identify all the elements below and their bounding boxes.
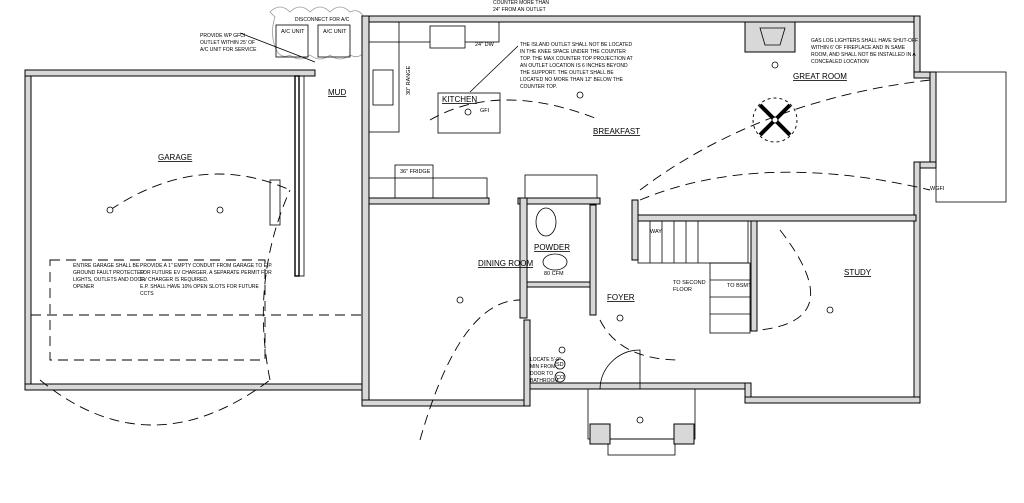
room-label-mud: MUD	[328, 88, 346, 97]
smoke-detector-icon	[554, 358, 566, 370]
svg-text:CONCEALED LOCATION: CONCEALED LOCATION	[811, 59, 869, 65]
svg-text:EV CHARGER IS REQUIRED.: EV CHARGER IS REQUIRED.	[140, 277, 208, 283]
room-label-study: STUDY	[844, 268, 872, 277]
svg-text:PROVIDE A 1" EMPTY CONDUIT FRO: PROVIDE A 1" EMPTY CONDUIT FROM GARAGE T…	[140, 263, 272, 269]
light-icon	[616, 314, 624, 322]
kitchen-island	[437, 92, 501, 134]
range	[372, 69, 394, 106]
svg-text:CCTS: CCTS	[140, 291, 154, 297]
note-counter-outlet: COUNTER MORE THAN 24" FROM AN OUTLET	[493, 0, 549, 13]
svg-text:COUNTER TOP.: COUNTER TOP.	[520, 84, 557, 90]
svg-text:OPENER: OPENER	[73, 284, 95, 290]
light-icon	[826, 306, 834, 314]
fridge-counter: 36" FRIDGE	[368, 164, 598, 199]
room-label-breakfast: BREAKFAST	[593, 127, 640, 136]
light-fixtures	[106, 61, 834, 424]
note-disconnect: DISCONNECT FOR A/C	[295, 17, 350, 23]
light-icon	[771, 61, 779, 69]
switch-wiring	[39, 79, 931, 441]
ac-unit-label: A/C UNIT	[281, 29, 305, 35]
svg-text:AN OUTLET LOCATION IS 6 INCHES: AN OUTLET LOCATION IS 6 INCHES BEYOND	[520, 63, 628, 69]
gfi-label: GFI	[480, 108, 490, 114]
svg-text:GROUND FAULT PROTECTED:: GROUND FAULT PROTECTED:	[73, 270, 145, 276]
to-second-floor-label: FLOOR	[673, 287, 692, 293]
room-label-dining-room: DINING ROOM	[478, 259, 533, 268]
to-basement-label: TO BSMT	[727, 283, 752, 289]
svg-text:E.P. SHALL HAVE 10% OPEN SLOTS: E.P. SHALL HAVE 10% OPEN SLOTS FOR FUTUR…	[140, 284, 259, 290]
svg-text:WITHIN 6' OF FIREPLACE AND IN: WITHIN 6' OF FIREPLACE AND IN SAME	[811, 45, 906, 51]
svg-text:MIN FROM: MIN FROM	[530, 364, 555, 370]
note-island-outlet: THE ISLAND OUTLET SHALL NOT BE LOCATED I…	[469, 42, 633, 93]
light-icon	[106, 206, 114, 214]
fireplace	[744, 21, 796, 53]
range-label: 30" RANGE	[406, 66, 412, 95]
svg-text:THE SUPPORT. THE OUTLET SHALL: THE SUPPORT. THE OUTLET SHALL BE	[520, 70, 614, 76]
front-door-swing	[599, 349, 641, 390]
to-second-floor-label: TO SECOND	[673, 280, 706, 286]
light-icon	[216, 206, 224, 214]
front-porch	[587, 349, 696, 456]
light-icon	[576, 91, 584, 99]
light-icon	[558, 346, 566, 354]
svg-text:LOCATE 5'-0": LOCATE 5'-0"	[530, 357, 561, 363]
porch-column	[589, 423, 611, 445]
svg-text:COUNTER MORE THAN: COUNTER MORE THAN	[493, 0, 549, 6]
svg-text:FOR FUTURE EV CHARGER. A SEPAR: FOR FUTURE EV CHARGER. A SEPARATE PERMIT…	[140, 270, 272, 276]
dishwasher-label: 24" DW	[475, 42, 495, 48]
wgfi-label: WGFI	[930, 186, 945, 192]
room-label-great-room: GREAT ROOM	[793, 72, 847, 81]
room-label-garage: GARAGE	[158, 153, 192, 162]
svg-text:OUTLET WITHIN 25' OF: OUTLET WITHIN 25' OF	[200, 40, 255, 46]
co-label: CO	[556, 375, 565, 381]
svg-text:GAS LOG LIGHTERS SHALL HAVE SH: GAS LOG LIGHTERS SHALL HAVE SHUT-OFF	[811, 38, 918, 44]
ceiling-fan-icon	[752, 97, 798, 143]
note-smoke-location: LOCATE 5'-0" MIN FROM DOOR TO BATHROOM	[530, 357, 561, 384]
room-label-powder: POWDER	[534, 243, 570, 252]
room-label-foyer: FOYER	[607, 293, 635, 302]
ac-unit-label: A/C UNIT	[323, 29, 347, 35]
room-label-kitchen: KITCHEN	[442, 95, 477, 104]
svg-text:BATHROOM: BATHROOM	[530, 378, 559, 384]
note-garage-gfi: ENTIRE GARAGE SHALL BE GROUND FAULT PROT…	[73, 263, 145, 290]
svg-text:PROVIDE WP GFCI: PROVIDE WP GFCI	[200, 33, 245, 39]
exhaust-fan	[542, 253, 568, 271]
kitchen-counter: 30" RANGE 24" DW	[368, 21, 500, 133]
light-icon	[456, 296, 464, 304]
stairs: WAY TO SECOND FLOOR TO BSMT	[637, 220, 752, 334]
sink	[429, 25, 466, 49]
note-ev-conduit: PROVIDE A 1" EMPTY CONDUIT FROM GARAGE T…	[140, 263, 272, 297]
svg-text:THE ISLAND OUTLET SHALL NOT BE: THE ISLAND OUTLET SHALL NOT BE LOCATED	[520, 42, 632, 48]
deck	[935, 71, 1007, 203]
toilet	[535, 207, 557, 237]
co-detector-icon	[554, 371, 566, 383]
fan-label: 80 CFM	[544, 271, 564, 277]
svg-text:ENTIRE GARAGE SHALL BE: ENTIRE GARAGE SHALL BE	[73, 263, 140, 269]
light-icon	[464, 108, 472, 116]
stair-label: WAY	[650, 229, 662, 235]
sd-label: SD	[556, 362, 564, 368]
svg-text:ROOM, AND SHALL NOT BE INSTALL: ROOM, AND SHALL NOT BE INSTALLED IN A	[811, 52, 916, 58]
svg-text:TOP. THE MAX COUNTER TOP PROJE: TOP. THE MAX COUNTER TOP PROJECTION AT	[520, 56, 633, 62]
note-gas-log: GAS LOG LIGHTERS SHALL HAVE SHUT-OFF WIT…	[811, 38, 918, 65]
ac-unit: A/C UNIT	[275, 24, 309, 58]
ac-unit: A/C UNIT	[317, 24, 351, 58]
porch-column	[673, 423, 695, 445]
svg-text:LIGHTS, OUTLETS AND DOOR: LIGHTS, OUTLETS AND DOOR	[73, 277, 145, 283]
svg-text:LOCATED NO MORE THAN 12" BELOW: LOCATED NO MORE THAN 12" BELOW THE	[520, 77, 624, 83]
svg-text:24" FROM AN OUTLET: 24" FROM AN OUTLET	[493, 7, 546, 13]
note-wp-gfci: PROVIDE WP GFCI OUTLET WITHIN 25' OF A/C…	[200, 32, 316, 63]
svg-text:DOOR TO: DOOR TO	[530, 371, 553, 377]
garage-walls	[24, 69, 366, 391]
powder-room-fixtures: 80 CFM	[535, 207, 568, 277]
house-walls	[361, 15, 937, 407]
fridge-label: 36" FRIDGE	[400, 169, 431, 175]
svg-text:IN THE KNEE SPACE UNDER THE CO: IN THE KNEE SPACE UNDER THE COUNTER	[520, 49, 626, 55]
svg-text:A/C UNIT FOR SERVICE: A/C UNIT FOR SERVICE	[200, 47, 257, 53]
light-icon	[636, 416, 644, 424]
